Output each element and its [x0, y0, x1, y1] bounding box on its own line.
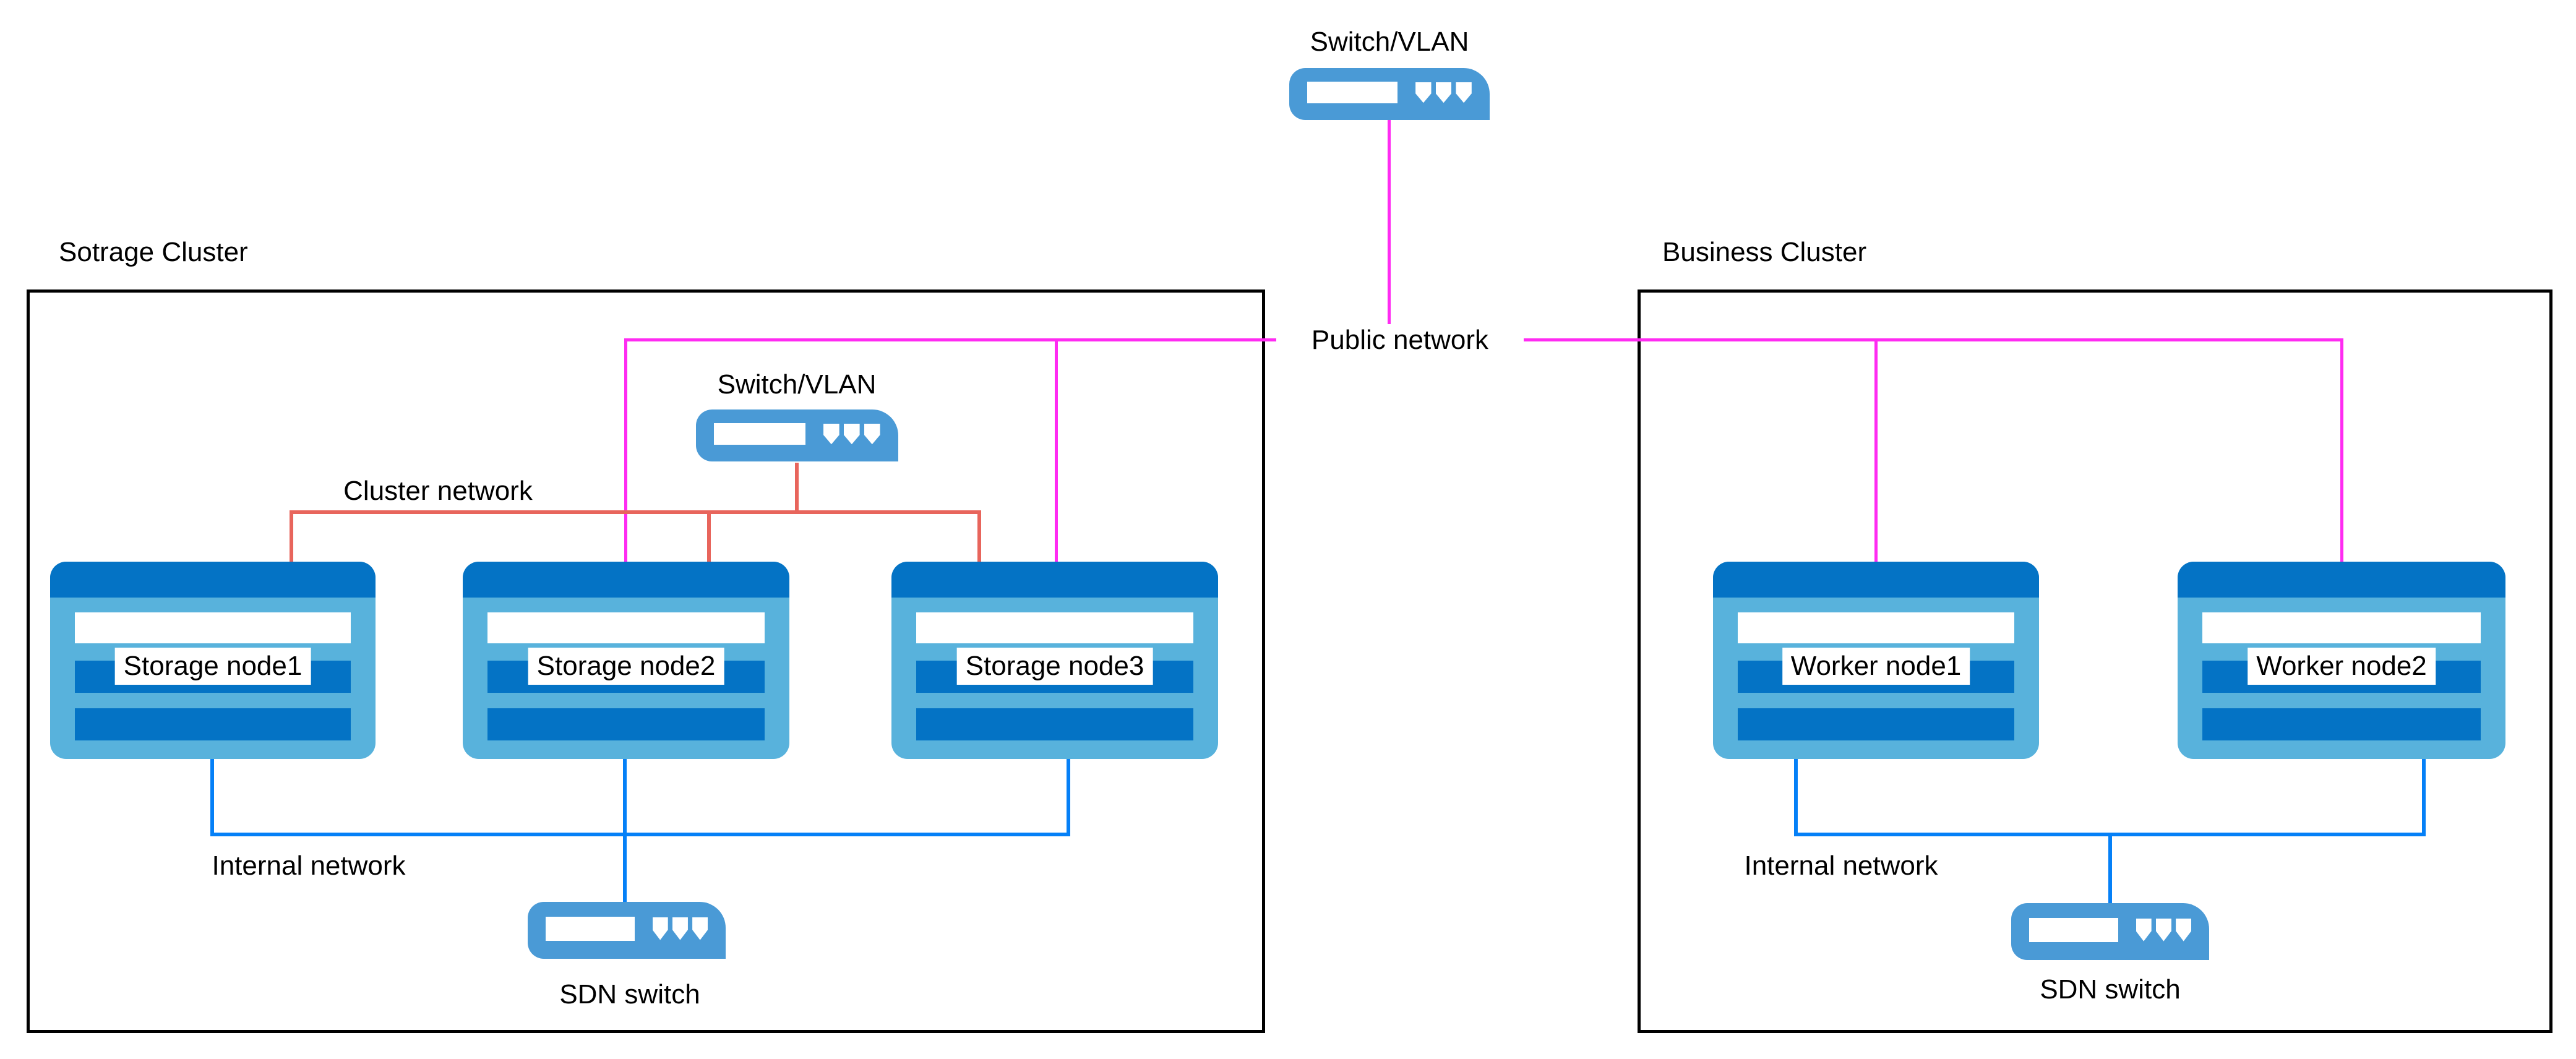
storage-cluster-title: Sotrage Cluster [59, 237, 248, 267]
business-sdn-switch-label: SDN switch [2040, 974, 2181, 1005]
server-node-worker-1[interactable]: Worker node1 [1713, 562, 2039, 759]
server-drive-bay [75, 708, 351, 740]
public-network-drop-worker-node2 [2340, 338, 2343, 562]
internal-network-drop-storage-node1 [210, 759, 214, 836]
server-drive-bay [916, 708, 1193, 740]
cluster-network-label: Cluster network [343, 476, 533, 506]
internal-network-line-storage [210, 833, 1070, 836]
node-label: Worker node2 [2248, 648, 2436, 685]
internal-network-drop-business-sdn [2108, 833, 2112, 907]
server-drive-bay [487, 708, 765, 740]
storage-switch-icon[interactable] [696, 409, 898, 461]
server-display-slot [487, 612, 765, 643]
switch-display [545, 916, 635, 941]
internal-network-label-business: Internal network [1744, 851, 1938, 881]
internal-network-drop-worker-node2 [2422, 759, 2426, 836]
server-drive-bay [2202, 708, 2481, 740]
business-cluster-title: Business Cluster [1662, 237, 1867, 267]
server-node-storage-2[interactable]: Storage node2 [463, 562, 789, 759]
switch-display [2029, 917, 2118, 942]
server-display-slot [916, 612, 1193, 643]
switch-ports-icon [1415, 82, 1472, 103]
server-header [463, 562, 789, 598]
storage-cluster-box [27, 289, 1265, 1033]
cluster-network-switch-riser [795, 463, 799, 512]
switch-display [714, 422, 805, 445]
internal-network-drop-worker-node1 [1794, 759, 1798, 836]
server-node-storage-1[interactable]: Storage node1 [50, 562, 376, 759]
storage-sdn-switch-icon[interactable] [528, 902, 726, 959]
top-switch-icon[interactable] [1289, 68, 1490, 120]
server-header [1713, 562, 2039, 598]
node-label: Storage node3 [956, 648, 1153, 685]
server-header [891, 562, 1218, 598]
server-header [2178, 562, 2505, 598]
server-drive-bay [1738, 708, 2014, 740]
public-network-drop-worker-node1 [1874, 338, 1878, 562]
public-network-line-top-switch-drop [1388, 119, 1391, 324]
public-network-drop-storage-node3 [1055, 338, 1058, 562]
cluster-network-drop-node3 [977, 510, 981, 562]
storage-switch-label: Switch/VLAN [717, 369, 877, 400]
public-network-drop-storage-node2 [624, 338, 627, 562]
switch-display [1307, 81, 1397, 104]
server-display-slot [75, 612, 351, 643]
node-label: Worker node1 [1782, 648, 1970, 685]
switch-ports-icon [823, 423, 880, 445]
public-network-label: Public network [1276, 324, 1524, 356]
server-display-slot [1738, 612, 2014, 643]
cluster-network-line [290, 510, 981, 514]
business-sdn-switch-icon[interactable] [2011, 903, 2209, 960]
cluster-network-drop-node1 [290, 510, 293, 562]
cluster-network-drop-node2 [707, 510, 711, 562]
server-display-slot [2202, 612, 2481, 643]
server-header [50, 562, 376, 598]
internal-network-drop-storage-node3 [1067, 759, 1070, 836]
node-label: Storage node1 [114, 648, 311, 685]
switch-ports-icon [652, 917, 708, 940]
business-cluster-box [1638, 289, 2552, 1033]
server-node-storage-3[interactable]: Storage node3 [891, 562, 1218, 759]
server-node-worker-2[interactable]: Worker node2 [2178, 562, 2505, 759]
storage-sdn-switch-label: SDN switch [559, 979, 700, 1010]
switch-ports-icon [2136, 918, 2192, 941]
internal-network-label-storage: Internal network [212, 851, 406, 881]
public-network-line-left [624, 338, 1302, 341]
internal-network-drop-storage-node2-to-sdn [623, 759, 627, 905]
top-switch-label: Switch/VLAN [1310, 27, 1469, 57]
public-network-line-right [1498, 338, 2343, 341]
node-label: Storage node2 [528, 648, 724, 685]
